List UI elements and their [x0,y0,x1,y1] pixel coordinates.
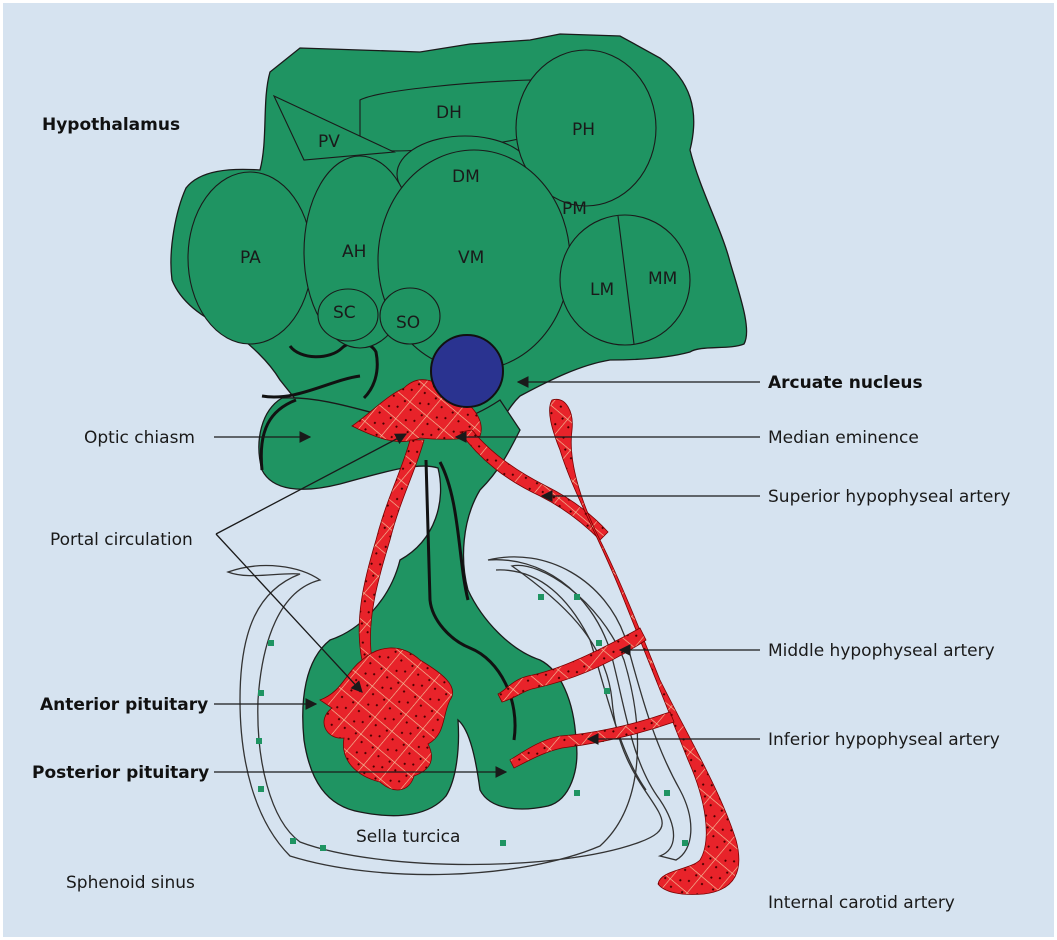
nucleus-label-dh: DH [436,103,462,123]
label-superior-hypophyseal-artery: Superior hypophyseal artery [768,487,1010,507]
nucleus-label-sc: SC [333,303,356,323]
label-median-eminence: Median eminence [768,428,919,448]
label-inferior-hypophyseal-artery: Inferior hypophyseal artery [768,730,1000,750]
label-posterior-pituitary: Posterior pituitary [32,763,209,783]
arcuate-nucleus-shape [431,335,503,407]
title-hypothalamus: Hypothalamus [42,115,180,135]
label-sphenoid-sinus: Sphenoid sinus [66,873,195,893]
nucleus-label-mm: MM [648,269,677,289]
nucleus-label-pv: PV [318,132,340,152]
label-sella-turcica: Sella turcica [356,827,460,847]
nucleus-label-pm: PM [562,199,587,219]
label-anterior-pituitary: Anterior pituitary [40,695,208,715]
nucleus-label-pa: PA [240,248,261,268]
label-middle-hypophyseal-artery: Middle hypophyseal artery [768,641,995,661]
label-arcuate-nucleus: Arcuate nucleus [768,373,923,393]
label-portal-circulation: Portal circulation [50,530,193,550]
label-optic-chiasm: Optic chiasm [84,428,195,448]
nucleus-label-so: SO [396,313,420,333]
nucleus-label-dm: DM [452,167,480,187]
label-internal-carotid-artery: Internal carotid artery [768,893,955,913]
nucleus-label-vm: VM [458,248,484,268]
nucleus-label-lm: LM [590,280,614,300]
nucleus-label-ph: PH [572,120,595,140]
nucleus-label-ah: AH [342,242,366,262]
